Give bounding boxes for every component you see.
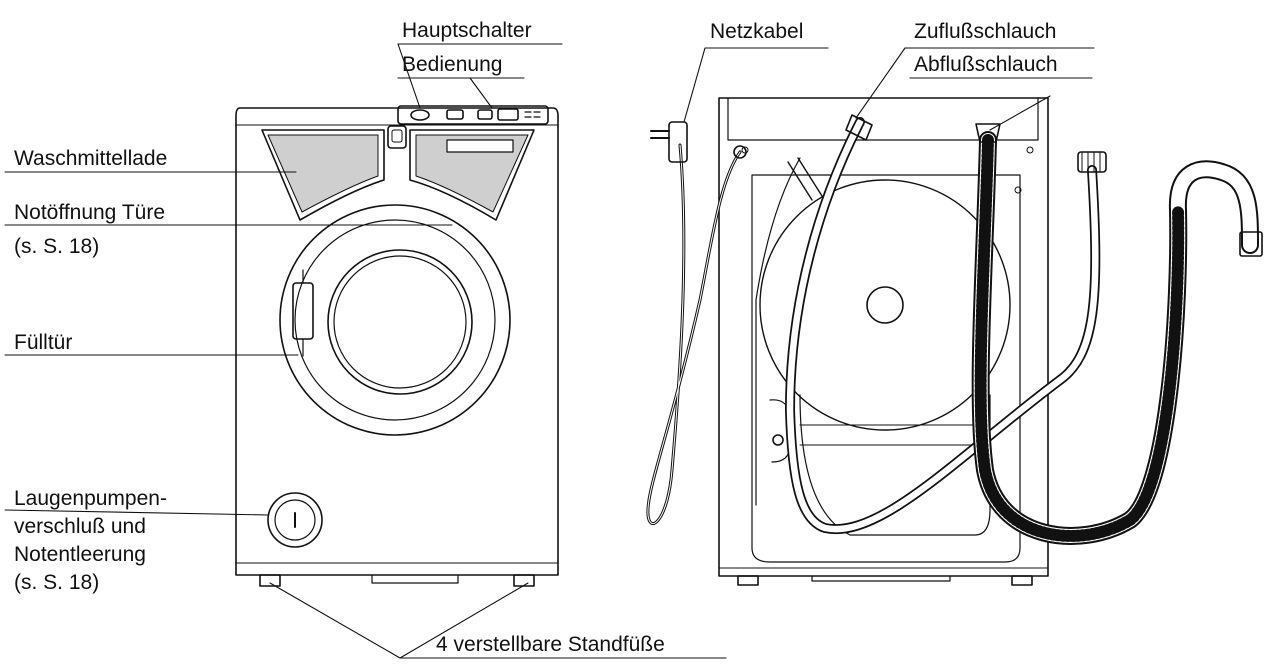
drain-hose	[971, 123, 1263, 545]
front-view	[235, 105, 559, 587]
rear-foot-left	[737, 575, 759, 586]
pump-cover	[267, 492, 323, 548]
label-pump-line3: Notentleerung	[14, 543, 146, 566]
label-pump-line4: (s. S. 18)	[14, 571, 100, 594]
label-pump-line2: verschluß und	[14, 515, 146, 538]
front-foot-left	[259, 574, 281, 587]
detergent-drawer	[261, 129, 385, 221]
label-power-cord: Netzkabel	[710, 20, 804, 43]
label-main-switch: Hauptschalter	[402, 19, 532, 42]
main-switch	[410, 109, 430, 121]
label-emergency-door-release: Notöffnung Türe (s. S. 18)	[14, 201, 165, 259]
control-strip	[397, 105, 549, 125]
label-drain-hose: Abflußschlauch	[914, 53, 1058, 76]
power-cord	[646, 121, 747, 526]
label-pump-cover: Laugenpumpen- verschluß und Notentleerun…	[14, 485, 167, 597]
label-loading-door: Fülltür	[14, 331, 73, 354]
door-glass	[327, 249, 473, 395]
leader-lines	[4, 43, 1095, 659]
label-detergent-drawer: Waschmittellade	[14, 147, 168, 170]
inlet-hose	[785, 114, 1107, 535]
rear-cabinet	[718, 97, 1049, 577]
power-plug	[668, 121, 688, 163]
front-cabinet	[235, 107, 559, 576]
drum-back	[759, 179, 1011, 431]
label-controls: Bedienung	[402, 53, 503, 76]
label-inlet-hose: Zuflußschlauch	[914, 20, 1057, 43]
rear-view	[646, 97, 1263, 586]
label-adjustable-feet: 4 verstellbare Standfüße	[436, 633, 665, 656]
label-pump-line1: Laugenpumpen-	[14, 487, 167, 510]
label-emergency-door-line1: Notöffnung Türe	[14, 201, 165, 224]
front-foot-right	[513, 574, 535, 587]
door-outer	[279, 204, 511, 436]
rear-foot-right	[1011, 575, 1033, 586]
drum-hub	[866, 286, 904, 324]
label-emergency-door-line2: (s. S. 18)	[14, 235, 100, 258]
